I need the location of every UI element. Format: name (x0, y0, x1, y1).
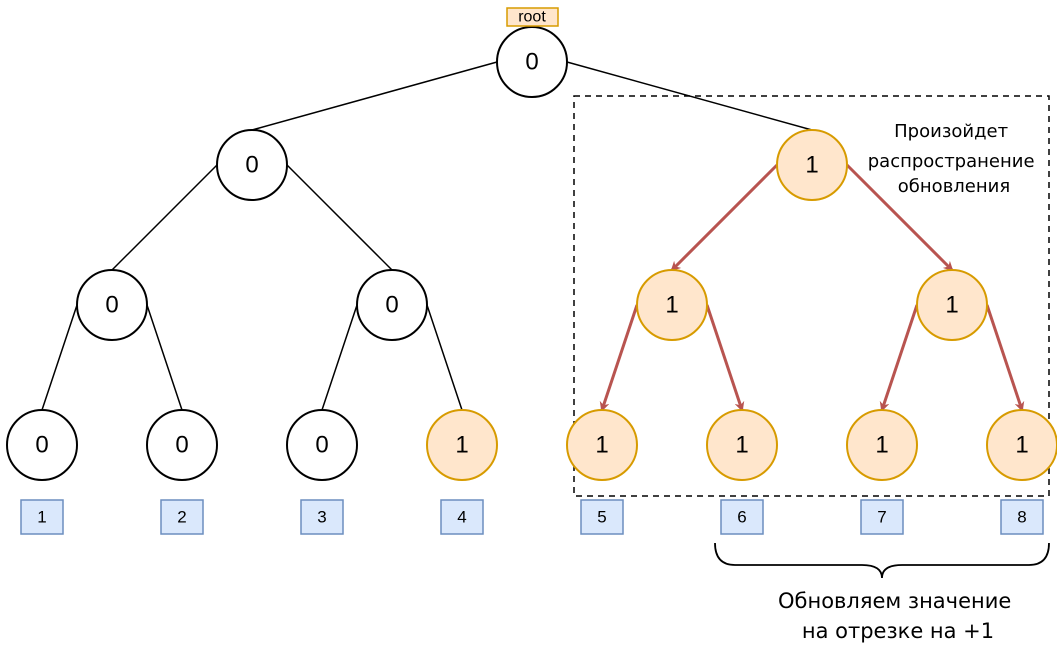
range-note-line-1: Обновляем значение (778, 589, 1011, 613)
node-value: 0 (105, 292, 118, 319)
leaf-index-label: 6 (737, 508, 746, 527)
node-circle (916, 269, 988, 341)
tree-edge (286, 164, 393, 271)
tree-edge (251, 61, 498, 131)
tree-node-updated: 1 (916, 269, 988, 341)
propagation-note-line-1: Произойдет (894, 121, 1008, 142)
tree-node-updated: 1 (986, 409, 1057, 481)
tree-edge (146, 304, 183, 411)
propagation-arrow (705, 304, 745, 412)
tree-edge (426, 304, 463, 411)
node-value: 1 (805, 152, 818, 179)
node-circle (356, 269, 428, 341)
leaf-index-label: 1 (37, 508, 46, 527)
leaf-index-box: 4 (440, 499, 484, 535)
node-value: 0 (175, 432, 188, 459)
propagation-region-box (573, 95, 1050, 497)
propagation-arrow (879, 304, 919, 412)
propagation-note: Произойдет распространение обновления (868, 121, 1041, 197)
node-value: 0 (525, 49, 538, 76)
node-value: 1 (665, 292, 678, 319)
leaf-index-box: 2 (160, 499, 204, 535)
tree-edge (321, 304, 358, 411)
node-value: 1 (595, 432, 608, 459)
propagation-arrow (845, 163, 954, 272)
propagation-arrow (985, 304, 1025, 412)
leaf-index-label: 8 (1017, 508, 1026, 527)
leaf-index-box: 6 (720, 499, 764, 535)
tree-node-updated: 1 (566, 409, 638, 481)
range-note: Обновляем значение на отрезке на +1 (778, 589, 1018, 643)
tree-node-updated: 1 (846, 409, 918, 481)
propagation-arrow (670, 163, 779, 272)
tree-node: 0 (216, 129, 288, 201)
nodes: 0 0 1 0 0 1 1 0 0 0 1 1 1 1 1 (6, 26, 1057, 481)
node-value: 1 (875, 432, 888, 459)
node-circle (636, 269, 708, 341)
leaf-index-label: 2 (177, 508, 186, 527)
node-circle (426, 409, 498, 481)
node-circle (286, 409, 358, 481)
tree-node-updated: 1 (636, 269, 708, 341)
leaf-index-label: 4 (457, 508, 466, 527)
leaf-index-label: 5 (597, 508, 606, 527)
node-circle (706, 409, 778, 481)
node-value: 1 (735, 432, 748, 459)
leaf-index-box: 7 (860, 499, 904, 535)
tree-node-updated: 1 (776, 129, 848, 201)
tree-edge (111, 164, 218, 271)
node-circle (566, 409, 638, 481)
tree-node: 0 (356, 269, 428, 341)
range-note-line-2: на отрезке на +1 (802, 619, 994, 643)
tree-node: 0 (496, 26, 568, 98)
node-circle (216, 129, 288, 201)
leaf-index-box: 8 (1000, 499, 1044, 535)
node-circle (846, 409, 918, 481)
propagation-note-line-2: распространение (868, 151, 1035, 172)
node-value: 1 (945, 292, 958, 319)
node-value: 0 (245, 152, 258, 179)
leaf-index-label: 7 (877, 508, 886, 527)
tree-node: 0 (146, 409, 218, 481)
node-circle (76, 269, 148, 341)
range-brace (714, 542, 1050, 579)
node-value: 0 (385, 292, 398, 319)
propagation-arrow (599, 304, 639, 412)
tree-node-updated: 1 (706, 409, 778, 481)
node-circle (6, 409, 78, 481)
tree-node-updated: 1 (426, 409, 498, 481)
propagation-note-line-3: обновления (898, 176, 1010, 197)
node-circle (146, 409, 218, 481)
node-value: 0 (35, 432, 48, 459)
edges (41, 61, 1025, 412)
node-circle (776, 129, 848, 201)
root-label: root (506, 7, 559, 27)
node-circle (986, 409, 1057, 481)
leaf-index-box: 5 (580, 499, 624, 535)
node-value: 1 (455, 432, 468, 459)
root-label-text: root (518, 9, 546, 26)
tree-node: 0 (286, 409, 358, 481)
tree-node: 0 (6, 409, 78, 481)
tree-edge (41, 304, 78, 411)
node-circle (496, 26, 568, 98)
node-value: 0 (315, 432, 328, 459)
leaf-index-box: 1 (20, 499, 64, 535)
node-value: 1 (1015, 432, 1028, 459)
leaf-index-label: 3 (317, 508, 326, 527)
leaf-indices: 1 2 3 4 5 6 7 8 (20, 499, 1044, 535)
tree-node: 0 (76, 269, 148, 341)
leaf-index-box: 3 (300, 499, 344, 535)
